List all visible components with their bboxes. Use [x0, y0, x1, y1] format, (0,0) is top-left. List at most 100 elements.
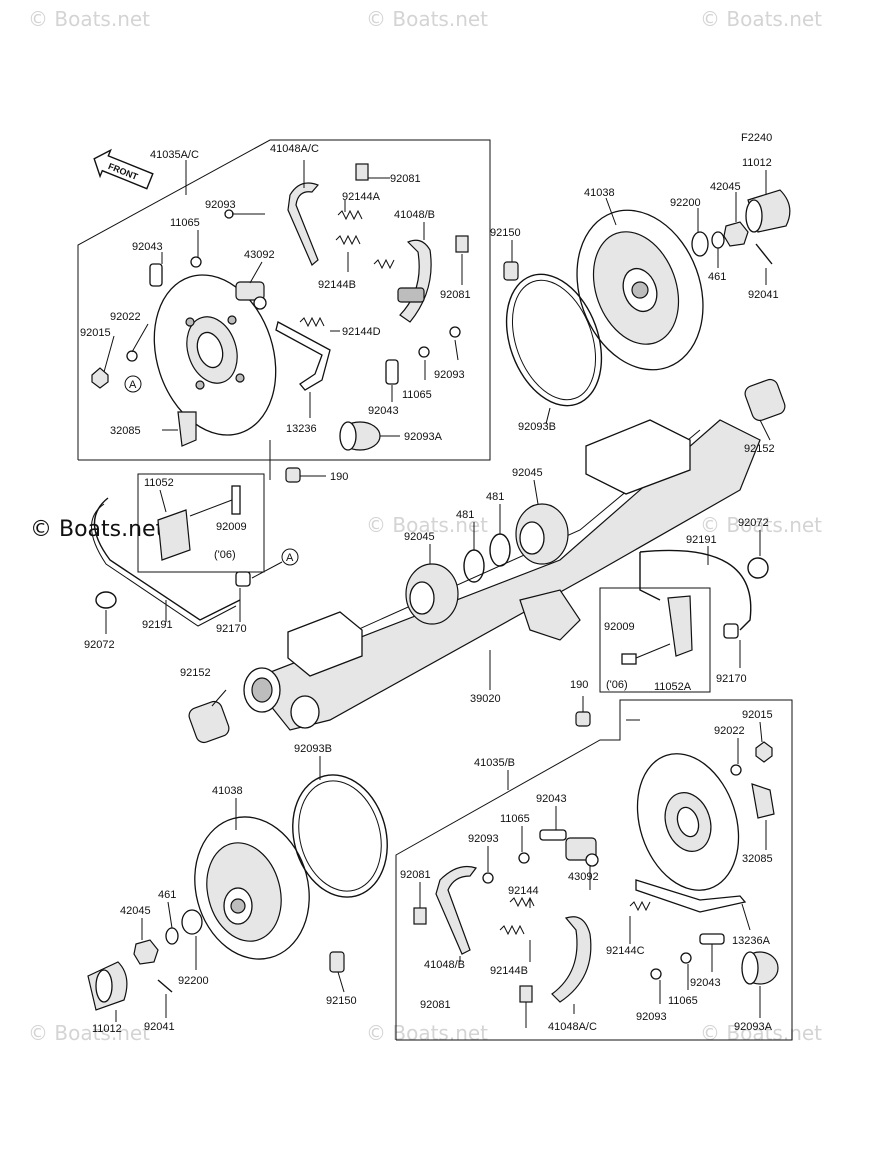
hub-bolt [329, 951, 345, 973]
part-label: 92022 [714, 725, 745, 737]
brake-cable [93, 497, 241, 621]
reference-marker [281, 548, 299, 566]
part-label: 92009 [216, 521, 247, 533]
brake-shoe-lower [397, 239, 432, 323]
leader-lines [115, 756, 345, 1022]
part-label: 92043 [690, 977, 721, 989]
washer [482, 872, 494, 884]
part-label: 92093B [518, 421, 556, 433]
washer [449, 326, 461, 338]
part-labels: 41035A/C 41048A/C 92081 92093 92144A 110… [80, 143, 779, 1035]
part-label: 92009 [604, 621, 635, 633]
brake-drum-upper [576, 209, 704, 371]
nut [91, 367, 109, 389]
part-label: 92081 [390, 173, 421, 185]
bracket-box-upper [137, 473, 265, 573]
brake-clip [751, 783, 775, 819]
brake-clip [177, 411, 197, 447]
watermark: © Boats.net [28, 1021, 150, 1045]
wheel-cylinder [235, 281, 267, 310]
year-note: ('06) [606, 679, 628, 691]
part-label: 41048/B [424, 959, 465, 971]
axle-bushing [188, 700, 230, 744]
washer [126, 350, 138, 362]
cable-clip [747, 557, 769, 579]
part-label: 11052A [654, 681, 692, 693]
lower-right-assembly-outline [395, 699, 793, 1041]
washer [691, 231, 709, 257]
part-label: 92170 [216, 623, 247, 635]
diagram-code: F2240 [741, 132, 772, 144]
cable-bracket [157, 509, 191, 561]
dust-cap [339, 421, 381, 451]
brake-backing-plate [153, 274, 277, 436]
part-label: 92200 [178, 975, 209, 987]
shoe-clip [519, 985, 533, 1003]
watermark: © Boats.net [366, 1021, 488, 1045]
part-label: 41038 [212, 785, 243, 797]
washer [165, 927, 179, 945]
part-label: 92041 [144, 1021, 175, 1033]
part-label: 92043 [536, 793, 567, 805]
bracket-box-lower [599, 587, 711, 693]
part-label: 481 [486, 491, 504, 503]
shoe-clip [355, 163, 369, 181]
year-note: ('06) [214, 549, 236, 561]
bracket-bolt [231, 485, 241, 515]
cable-bracket [667, 595, 693, 657]
axle-bearing [515, 503, 569, 565]
part-label: 92144C [606, 945, 645, 957]
reference-marker-label: A [129, 379, 137, 391]
brake-lever [275, 321, 331, 391]
brake-cable [639, 549, 752, 631]
leader-lines [211, 419, 771, 707]
part-label: 11065 [668, 995, 698, 1007]
part-label: 42045 [120, 905, 151, 917]
pin [385, 359, 399, 385]
part-label: 92015 [80, 327, 111, 339]
part-label: 92072 [84, 639, 115, 651]
part-label: 32085 [110, 425, 141, 437]
front-arrow-icon: FRONT [93, 148, 154, 190]
part-label: 32085 [742, 853, 773, 865]
brake-shoe-upper [287, 182, 320, 266]
part-label: 92093A [734, 1021, 773, 1033]
brake-backing-plate [636, 753, 740, 891]
part-label: 11012 [742, 157, 772, 169]
washer [650, 968, 662, 980]
pin [699, 933, 725, 945]
part-label: 190 [570, 679, 588, 691]
leader-lines [707, 530, 761, 668]
return-springs [299, 209, 395, 328]
part-label: 92144D [342, 326, 381, 338]
part-label: 92043 [368, 405, 399, 417]
watermark: © Boats.net [700, 1021, 822, 1045]
part-label: 92093 [636, 1011, 667, 1023]
part-label: 92045 [512, 467, 543, 479]
leader-lines [511, 170, 767, 425]
part-label: 92093 [434, 369, 465, 381]
cotter-pin [157, 979, 173, 993]
watermark: © Boats.net [700, 7, 822, 31]
brake-cable [639, 552, 661, 601]
part-label: 481 [456, 509, 474, 521]
part-label: 11065 [500, 813, 530, 825]
part-label: 92170 [716, 673, 747, 685]
part-label: 42045 [710, 181, 741, 193]
part-label: 92045 [404, 531, 435, 543]
hub-cap [745, 189, 791, 233]
pin [539, 829, 567, 841]
dust-cap [741, 951, 779, 985]
leader-lines [105, 561, 283, 634]
part-label: 92191 [686, 534, 717, 546]
reference-marker-label: A [286, 552, 294, 564]
brake-shoe-upper [435, 865, 477, 955]
part-label: 13236A [732, 935, 771, 947]
nut [755, 741, 773, 763]
part-label: 41048A/C [270, 143, 319, 155]
part-label: 92200 [670, 197, 701, 209]
cable-clamp [723, 623, 739, 639]
watermark: © Boats.net [366, 7, 488, 31]
part-label: 41048A/C [548, 1021, 597, 1033]
